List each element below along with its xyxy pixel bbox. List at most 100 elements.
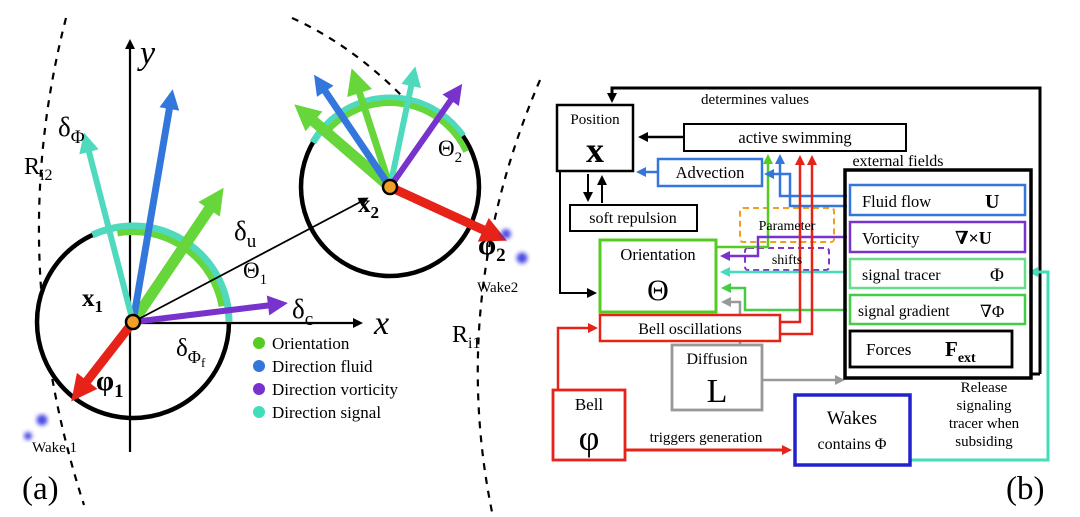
advection-box: Advection [656,157,764,188]
agent1-arrows [71,89,369,402]
agent1-position-label: x1 [82,285,103,316]
x-axis-label: x [373,305,389,342]
agent1-center-dot [124,313,142,331]
panel-b-caption: (b) [1006,471,1044,507]
agent2-orientation-arrow-wide [294,104,394,192]
shifts-dashed-box [744,247,830,271]
diffusion-symbol: L [707,373,728,410]
agent2-signal-arrow [387,66,421,188]
agent1-orientation-arrow [128,187,224,326]
agent2-orientation-arrow-narrow [347,68,394,189]
panel-b: Position x active swimming Advection sof… [551,86,1050,507]
radius-ri2-label: Ri2 [24,154,52,184]
forces-box: Forces Fext [848,329,1014,369]
agent2-bell-arrow [388,182,507,242]
orientation-title: Orientation [620,245,695,264]
vorticity-title: Vorticity [862,229,920,248]
parameter-shifts-group [739,207,835,271]
interaction-radius-arcs [37,16,542,513]
agent2-theta-label: Θ2 [438,136,462,166]
shifts-label: shifts [772,253,802,268]
agent2-arrows [294,66,507,242]
soft-repulsion-box: soft repulsion [569,204,698,232]
signal-tracer-title: signal tracer [862,267,941,284]
agent1-signal-arrow [79,132,136,323]
oscillations-to-swimming-arrow-1 [780,155,805,324]
fluid-flow-symbol: U [985,191,999,213]
external-fields-container [843,168,1033,380]
determines-values-text: determines values [701,92,809,108]
bell-box: Bell φ [551,388,627,462]
svg-text:tracer when: tracer when [949,416,1020,432]
parameter-label: Parameter [759,219,816,234]
radius-arc-ri2 [37,17,86,506]
parameter-dashed-box [739,207,835,243]
bell-title: Bell [575,395,604,414]
bell-oscillations-label: Bell oscillations [638,321,742,338]
legend-label-orientation: Orientation [272,334,350,353]
radius-arc-ri1-top [291,16,403,97]
delta-fluid-label: δu [234,216,257,252]
delta-signal-label: δΦ [58,112,85,148]
wakes-line1: Wakes [827,408,877,429]
signal-tracer-symbol: Φ [990,265,1004,286]
external-fields-text: external fields [852,153,943,170]
wake2-particles [501,229,528,264]
wakes-box: Wakes contains Φ [793,393,912,467]
signal-gradient-box: signal gradient ∇Φ [848,293,1027,326]
release-note-text: Release signaling tracer when subsiding [949,380,1020,450]
orientation-box: Orientation Θ [598,238,718,314]
vorticity-symbol: ∇×U [955,228,992,248]
fluid-flow-title: Fluid flow [862,192,931,211]
oscillations-to-swimming-arrow-2 [780,155,817,336]
panel-a-caption: (a) [22,471,59,507]
agent1-fluid-arrow [129,89,180,323]
position-symbol: x [586,130,604,170]
legend-label-fluid: Direction fluid [272,357,373,376]
fluid-flow-box: Fluid flow U [848,183,1027,217]
connectors [556,86,1050,462]
axes [125,39,363,452]
radius-ri1-label: Ri1 [452,322,480,352]
wake1-particles [24,414,48,440]
agent2-center-dot [381,178,399,196]
wake2-label: Wake2 [477,280,518,296]
vorticity-box: Vorticity ∇×U [848,220,1027,254]
position-box: Position x [555,103,635,173]
legend-label-signal: Direction signal [272,403,381,422]
svg-text:Release: Release [961,380,1008,396]
delta-vorticity-label: δc [292,294,313,330]
delta-signal-foot-label: δΦf [176,335,206,370]
legend: Orientation Direction fluid Direction vo… [253,334,399,422]
agent1-vorticity-arrow [132,295,288,325]
agent2-fluid-arrow [314,74,393,189]
legend-dot-fluid [253,360,265,372]
wakes-to-tracer-arrow [910,267,1050,462]
svg-text:signaling: signaling [957,398,1012,414]
signal-gradient-symbol: ∇Φ [980,302,1004,321]
wakes-line2: contains Φ [817,436,886,453]
triggers-generation-text: triggers generation [650,430,763,446]
orientation-to-swimming-arrow [716,154,773,249]
vorticity-to-orientation-arrow [720,235,847,261]
signal-gradient-title: signal gradient [858,303,950,320]
diffusion-title: Diffusion [686,351,747,368]
bell-oscillations-box: Bell oscillations [598,313,782,343]
soft-repulsion-label: soft repulsion [589,210,677,227]
active-swimming-label: active swimming [738,128,851,147]
radius-arc-ri1 [476,79,542,513]
agent1-to-agent2-vector [132,197,369,323]
position-title: Position [570,112,620,128]
legend-dot-signal [253,406,265,418]
svg-text:subsiding: subsiding [955,434,1013,450]
position-to-orientation-arrow [559,172,597,298]
advection-label: Advection [676,163,745,182]
y-axis-label: y [137,35,156,72]
orientation-symbol: Θ [647,274,669,307]
legend-dot-orientation [253,337,265,349]
agent2-signal-arc [309,94,466,145]
active-swimming-box: active swimming [683,123,907,152]
fluid-to-swimming-arrow [775,154,847,198]
